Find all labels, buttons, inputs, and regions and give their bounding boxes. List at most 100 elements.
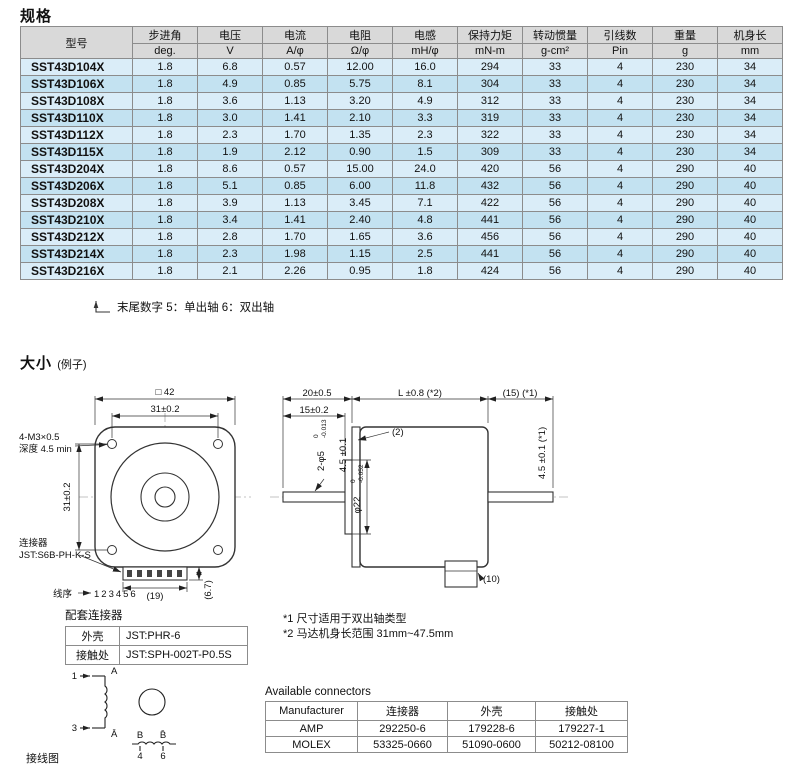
- table-cell: SST43D206X: [20, 177, 133, 195]
- footnote-text: 末尾数字 5：单出轴 6：双出轴: [117, 302, 275, 314]
- table-cell: 33: [522, 126, 588, 144]
- pilot-diameter-label: φ22: [352, 497, 363, 514]
- note-1: *1 尺寸适用于双出轴类型: [283, 613, 407, 625]
- table-cell: 40: [717, 245, 783, 263]
- table-cell: 51090-0600: [447, 736, 536, 753]
- table-cell: 34: [717, 143, 783, 161]
- col-header: 电感: [392, 26, 458, 44]
- table-cell: 0.85: [262, 75, 328, 93]
- dim-length-label: L ±0.8 (*2): [398, 388, 442, 399]
- table-cell: 230: [652, 143, 718, 161]
- table-cell: 290: [652, 160, 718, 178]
- table-cell: 53325-0660: [357, 736, 448, 753]
- table-cell: 4: [587, 58, 653, 76]
- table-cell: 56: [522, 160, 588, 178]
- table-cell: 2.3: [392, 126, 458, 144]
- table-cell: 1.8: [132, 58, 198, 76]
- footnote-arrow-icon: [93, 301, 110, 313]
- table-cell: 34: [717, 109, 783, 127]
- table-cell: SST43D112X: [20, 126, 133, 144]
- mounting-hole: [107, 439, 117, 449]
- screw-spec-label: 4-M3×0.5: [19, 432, 59, 443]
- shaft-tolerance-lower: -0.013: [321, 419, 328, 438]
- table-cell: 4: [587, 160, 653, 178]
- table-cell: 50212-08100: [535, 736, 628, 753]
- table-cell: 3.6: [392, 228, 458, 246]
- table-cell: 56: [522, 194, 588, 212]
- col-header: Manufacturer: [265, 701, 358, 721]
- table-cell: 1.70: [262, 126, 328, 144]
- table-cell: 179228-6: [447, 720, 536, 737]
- table-cell: 34: [717, 75, 783, 93]
- mounting-hole: [213, 439, 223, 449]
- table-cell: 1.8: [132, 177, 198, 195]
- table-cell: 304: [457, 75, 523, 93]
- table-cell: 1.8: [132, 143, 198, 161]
- table-cell: 4: [587, 228, 653, 246]
- wiring-pin-6: 6: [160, 751, 165, 760]
- table-cell: 40: [717, 194, 783, 212]
- col-unit: V: [197, 43, 263, 59]
- table-cell: 33: [522, 75, 588, 93]
- dim-45-left-label: 4.5 ±0.1: [338, 438, 349, 472]
- table-cell: SST43D216X: [20, 262, 133, 280]
- table-cell: 2.12: [262, 143, 328, 161]
- pilot-circle: [140, 472, 190, 522]
- table-cell: 230: [652, 126, 718, 144]
- wiring-phase-b: B: [137, 730, 143, 741]
- col-header: 电流: [262, 26, 328, 44]
- table-cell: 4: [587, 143, 653, 161]
- table-cell: SST43D210X: [20, 211, 133, 229]
- motor-symbol: [138, 688, 166, 716]
- available-connectors-title: Available connectors: [265, 686, 371, 698]
- table-cell: SST43D208X: [20, 194, 133, 212]
- shaft-tolerance-upper: 0: [313, 434, 320, 438]
- table-cell: 16.0: [392, 58, 458, 76]
- table-cell: 0.85: [262, 177, 328, 195]
- table-cell: 4: [587, 262, 653, 280]
- table-cell: 322: [457, 126, 523, 144]
- table-cell: 2.26: [262, 262, 328, 280]
- col-unit: deg.: [132, 43, 198, 59]
- table-cell: 34: [717, 92, 783, 110]
- col-header: 转动惯量: [522, 26, 588, 44]
- table-cell: 40: [717, 177, 783, 195]
- table-cell: 3.4: [197, 211, 263, 229]
- table-cell: 40: [717, 211, 783, 229]
- col-unit: Pin: [587, 43, 653, 59]
- table-cell: 2.8: [197, 228, 263, 246]
- note-2: *2 马达机身长范围 31mm~47.5mm: [283, 628, 454, 640]
- table-cell: 0.57: [262, 160, 328, 178]
- table-cell: 1.41: [262, 211, 328, 229]
- table-cell: 56: [522, 211, 588, 229]
- table-cell: JST:SPH-002T-P0.5S: [119, 645, 248, 665]
- table-cell: 6.00: [327, 177, 393, 195]
- table-cell: 290: [652, 262, 718, 280]
- table-cell: 179227-1: [535, 720, 628, 737]
- table-cell: 1.41: [262, 109, 328, 127]
- front-dimension-lines: [74, 396, 236, 596]
- table-cell: 1.15: [327, 245, 393, 263]
- table-cell: 3.0: [197, 109, 263, 127]
- table-cell: 4: [587, 109, 653, 127]
- table-cell: 3.3: [392, 109, 458, 127]
- table-cell: 1.8: [132, 75, 198, 93]
- front-shaft: [282, 491, 346, 503]
- table-cell: 4: [587, 245, 653, 263]
- mating-title: 配套连接器: [65, 610, 123, 622]
- dim-10-label: (10): [483, 574, 500, 585]
- table-cell: 2.1: [197, 262, 263, 280]
- table-cell: 2.3: [197, 126, 263, 144]
- dim-15-label: 15±0.2: [300, 405, 329, 416]
